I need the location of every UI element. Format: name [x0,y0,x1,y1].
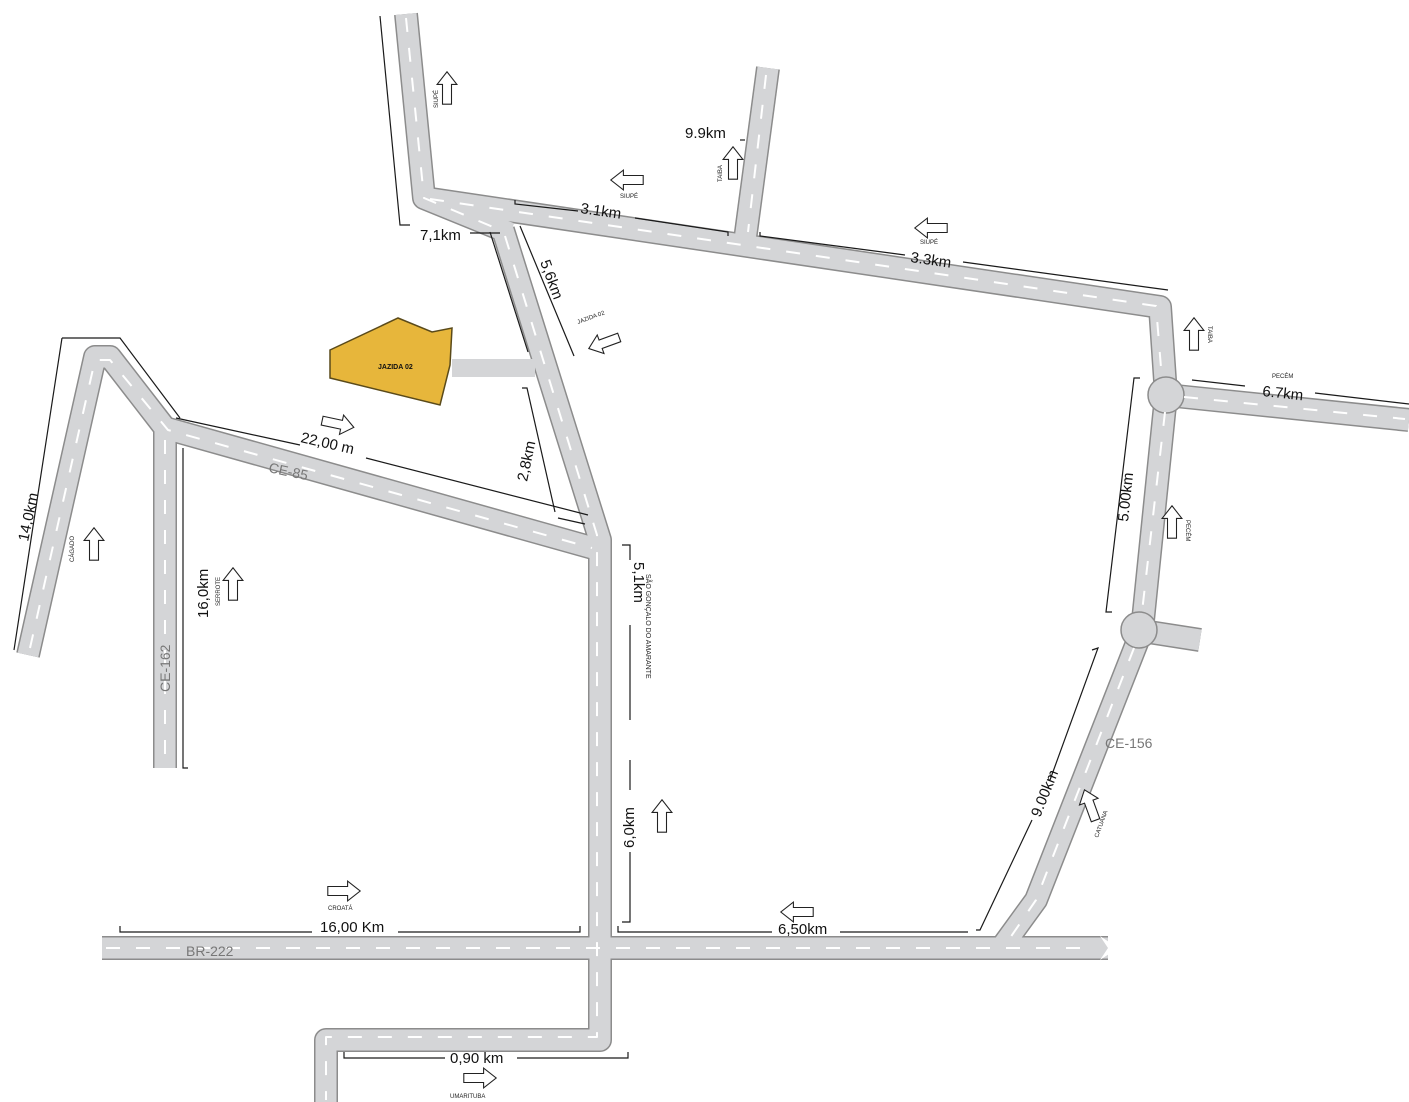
dist-5-6: 5,6km [536,258,566,302]
arrow-up-icon [83,527,105,561]
dir-label-croata: CROATÁ [328,905,353,912]
roads-layer [16,12,1409,1102]
dir-label-siupe-2: SIUPÉ [920,239,938,246]
lane-ce85 [29,359,593,649]
dist-16-00: 16,00 Km [320,919,384,936]
lane-catuana [1009,647,1135,939]
dim-3-3 [759,232,1169,291]
road-name-ce156: CE-156 [1105,735,1153,751]
arrow-left-icon [780,901,814,923]
arrow-right-icon [463,1067,497,1089]
road-end-notch [1100,936,1118,960]
dim-5-6-left [489,231,529,353]
dir-label-siupe-1: SIUPÉ [620,193,638,200]
lane-siupe-north [405,17,506,233]
dir-label-serrote: SERROTE [216,577,222,606]
dim-16-00 [119,926,581,933]
arrow-right-icon [319,410,357,438]
dist-5-1: 5,1km [630,562,647,603]
dim-14 [13,337,181,651]
dim-6-50 [617,926,968,933]
dim-16 [182,448,188,769]
road-ce85 [17,346,603,658]
lane-pecem [1183,396,1406,420]
dimension-lines [13,15,1409,1059]
dim-22 [175,417,589,516]
distance-labels: 7,1km 3.1km 9.9km 3.3km 5,6km 2,8km 22,0… [15,125,1304,1067]
dist-9-00: 9.00km [1028,768,1062,820]
arrow-up-icon [1183,317,1205,351]
dir-label-pecem-2: PECÉM [1184,520,1191,541]
dist-2-8: 2,8km [514,439,539,483]
site-jazida-02: JAZIDA 02 [329,317,453,406]
road-taiba [734,66,779,242]
dir-label-siupe-top: SIUPÉ [433,90,440,108]
dist-22: 22,00 m [299,429,356,458]
dist-6-50: 6,50km [778,921,827,938]
arrow-up-icon [436,71,458,105]
dist-16: 16,0km [195,569,212,618]
dist-6-0: 6,0km [621,807,638,848]
arrow-up-icon [651,799,673,833]
dir-label-taiba-2: TAIBA [1206,326,1212,343]
dim-6-7 [1191,379,1409,405]
dir-label-taiba-1: TAIBA [718,165,724,182]
dist-7-1: 7,1km [420,227,461,244]
dim-3-1 [514,200,729,236]
road-ce85-outline [16,345,604,658]
lane-siupe-east-west [429,198,1163,381]
dir-label-umarituba: UMARITUBA [450,1094,485,1100]
dist-3-3: 3.3km [909,249,952,272]
lane-sao-goncalo [325,235,598,1100]
dim-5-00 [1105,377,1140,613]
site-label: JAZIDA 02 [378,364,413,371]
dist-9-9: 9.9km [685,125,726,142]
dir-label-sao-goncalo: SÃO GONÇALO DO AMARANTE [644,574,653,679]
arrow-left-icon [914,217,948,239]
dist-6-7: 6.7km [1262,383,1304,404]
dist-5-00: 5.00km [1115,472,1137,523]
roundabout-north [1147,376,1185,414]
road-names: BR-222 CE-85 CE-162 CE-156 [157,459,1153,959]
dist-3-1: 3.1km [579,200,622,223]
lane-taiba [747,74,767,233]
dist-0-90: 0,90 km [450,1050,503,1067]
dim-0-90 [343,1052,629,1059]
dim-2-8 [522,387,586,525]
dim-6-0 [622,760,631,923]
arrow-left-icon [610,169,644,191]
arrow-right-icon [327,880,361,902]
dir-label-pecem-1: PECÉM [1272,373,1293,380]
arrow-left-icon [584,327,624,359]
dim-7-1 [379,15,500,234]
arrow-up-icon [222,567,244,601]
dim-5-1 [622,544,631,720]
road-name-br222: BR-222 [186,943,234,959]
dir-label-jazida: JAZIDA 02 [577,310,607,326]
road-name-ce162: CE-162 [157,644,173,692]
roundabout-south [1120,611,1158,649]
dir-label-cagado: CÁGADO [69,536,76,562]
arrow-up-icon [722,146,744,180]
dim-5-6-right [519,225,575,357]
dim-9-00 [976,647,1099,931]
dist-14: 14,0km [15,491,42,543]
site-polygon [329,317,453,406]
lane-siupe-south [1141,411,1166,613]
